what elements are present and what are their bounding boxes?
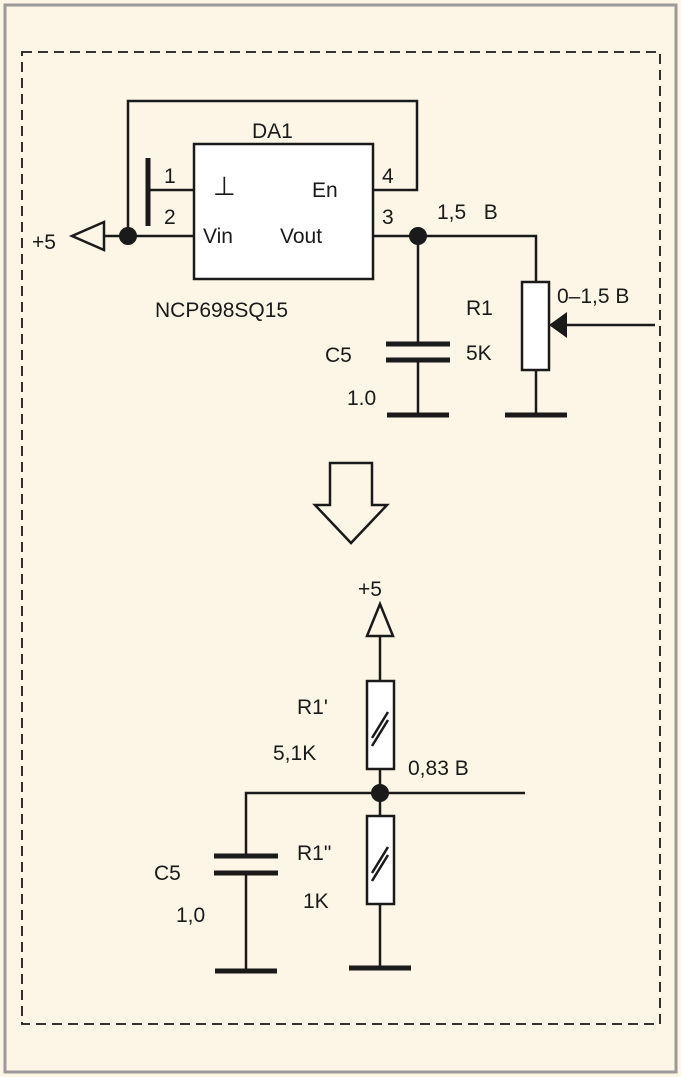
resistor-top-mark (370, 711, 390, 739)
pot-value: 5K (466, 342, 492, 365)
top-circuit: DA1 1 2 3 4 ⊥ En Vin Vout NCP698SQ15 +5 … (32, 99, 655, 418)
output-wire (418, 234, 538, 282)
vin-pin-label: Vin (203, 225, 233, 248)
resistor-bottom-mark (370, 846, 390, 874)
pin-1-label: 1 (164, 165, 176, 188)
resistor-top-mark-2 (370, 719, 390, 747)
cap2-name: C5 (154, 862, 181, 885)
en-pin-label: En (312, 179, 338, 202)
node-voltage-label: 0,83 B (408, 757, 469, 780)
supply-label-bottom: +5 (358, 578, 382, 601)
resistor-bottom (365, 814, 396, 906)
outer-frame (3, 3, 678, 1074)
r-top-value: 5,1K (273, 742, 316, 765)
bottom-circuit: +5 R1' 5,1K 0,83 B R1" 1K C5 1,0 (154, 578, 525, 974)
vout-pin-label: Vout (280, 225, 322, 248)
down-arrow-icon (312, 461, 390, 545)
pin-4-label: 4 (382, 165, 394, 188)
node-cap-wire (244, 791, 380, 856)
pot-range-label: 0–1,5 B (557, 285, 629, 308)
potentiometer-body (520, 280, 551, 372)
cap-value: 1.0 (347, 387, 376, 410)
r-bottom-value: 1K (303, 890, 329, 913)
supply-arrow-icon (68, 220, 106, 252)
wiper-arrow-icon (549, 312, 567, 338)
chip-part-number: NCP698SQ15 (155, 299, 288, 322)
chip-name: DA1 (252, 120, 293, 143)
junction-dot (119, 227, 137, 245)
r-top-name: R1' (297, 696, 328, 719)
pin-3-label: 3 (382, 206, 394, 229)
supply-label: +5 (32, 231, 56, 254)
dashed-frame (21, 51, 661, 1025)
cap-name: C5 (325, 344, 352, 367)
resistor-bottom-mark-2 (370, 854, 390, 882)
cap2-value: 1,0 (176, 904, 205, 927)
output-voltage-label: 1,5 B (437, 201, 498, 224)
gnd-pin-symbol: ⊥ (213, 171, 236, 201)
pin-2-label: 2 (164, 206, 176, 229)
chip-body (192, 142, 375, 281)
pot-name: R1 (466, 297, 493, 320)
r-bottom-name: R1" (297, 842, 331, 865)
en-feedback-wire (126, 99, 419, 236)
